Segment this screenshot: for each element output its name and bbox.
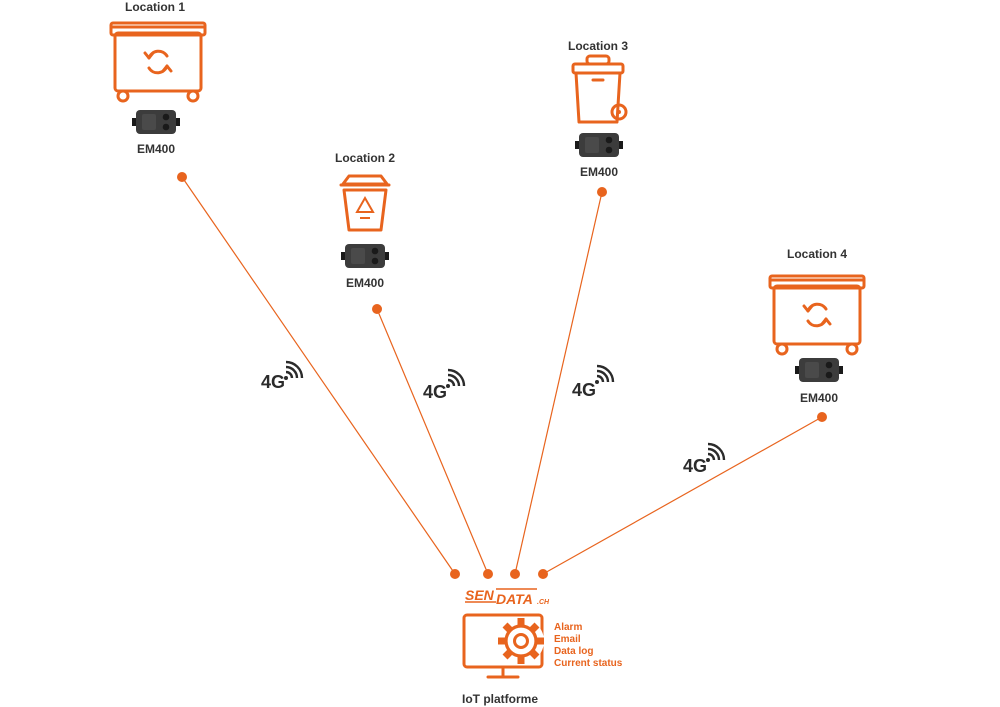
dumpster-icon [768, 274, 866, 356]
sendata-logo: SEN DATA .CH [465, 587, 550, 607]
connection-line-1 [181, 176, 456, 575]
location-label: Location 3 [568, 39, 628, 53]
network-label: 4G [572, 380, 596, 400]
feature-item: Email [554, 634, 581, 645]
endpoint-dot [510, 569, 520, 579]
location-label: Location 4 [787, 247, 847, 261]
location-4: Location 4 EM400 [768, 247, 866, 405]
signal-icon [444, 368, 466, 390]
svg-text:DATA: DATA [496, 591, 533, 607]
recycle-bin-icon [339, 174, 391, 232]
connection-line-2 [376, 308, 489, 575]
location-label: Location 2 [335, 151, 395, 165]
wheelie-bin-icon [571, 54, 628, 124]
endpoint-dot [817, 412, 827, 422]
iot-platform: SEN DATA .CH [462, 587, 623, 706]
platform-caption: IoT platforme [462, 692, 538, 706]
sensor-label: EM400 [137, 142, 175, 156]
location-2: Location 2 EM400 [335, 151, 395, 290]
signal-icon [593, 364, 615, 386]
dumpster-icon [109, 21, 207, 103]
sensor-device-icon [795, 358, 843, 382]
sensor-device-icon [341, 244, 389, 268]
link-label-2: 4G [423, 368, 466, 402]
connection-line-3 [514, 191, 603, 575]
feature-item: Current status [554, 658, 623, 669]
endpoint-dot [372, 304, 382, 314]
location-1: Location 1 EM400 [109, 0, 207, 156]
endpoint-dot [538, 569, 548, 579]
sensor-label: EM400 [580, 165, 618, 179]
network-label: 4G [683, 456, 707, 476]
endpoint-dot [450, 569, 460, 579]
endpoint-dot [177, 172, 187, 182]
feature-item: Alarm [554, 622, 582, 633]
svg-text:.CH: .CH [537, 599, 550, 606]
sensor-label: EM400 [800, 391, 838, 405]
sensor-device-icon [132, 110, 180, 134]
connection-line-4 [542, 416, 823, 575]
link-label-4: 4G [683, 442, 726, 476]
location-label: Location 1 [125, 0, 185, 14]
sensor-device-icon [575, 133, 623, 157]
signal-icon [704, 442, 726, 464]
monitor-gear-icon [462, 613, 544, 679]
sensor-label: EM400 [346, 276, 384, 290]
endpoint-dot [597, 187, 607, 197]
endpoint-dot [483, 569, 493, 579]
link-label-3: 4G [572, 364, 615, 400]
network-label: 4G [261, 372, 285, 392]
location-3: Location 3 EM400 [568, 39, 628, 179]
svg-text:SEN: SEN [465, 587, 495, 603]
link-label-1: 4G [261, 360, 304, 392]
network-label: 4G [423, 382, 447, 402]
signal-icon [282, 360, 304, 382]
feature-item: Data log [554, 646, 593, 657]
